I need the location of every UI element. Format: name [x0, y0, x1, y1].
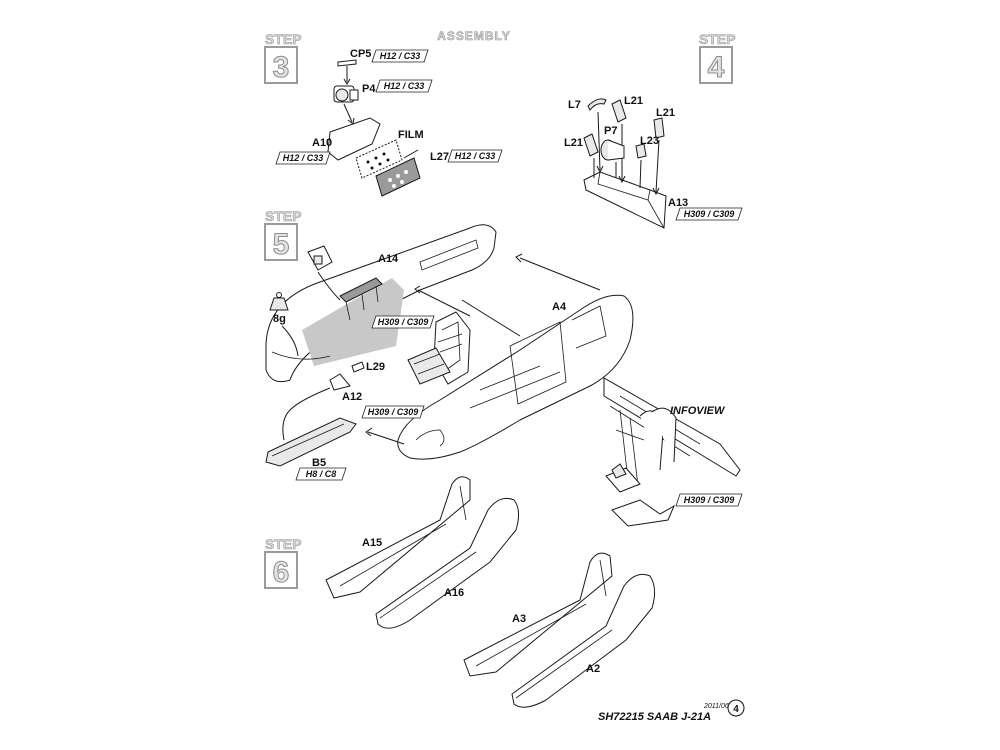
- infoview-detail: [603, 377, 741, 527]
- part-panel-small: [307, 245, 333, 271]
- code-b5: H8 / C8: [295, 467, 347, 481]
- label-a3: A3: [512, 613, 526, 625]
- part-l29-shape: [351, 361, 365, 373]
- weight-icon: [269, 292, 289, 311]
- part-p7-shape: [600, 139, 625, 161]
- code-l27-text: H12 / C33: [455, 151, 496, 161]
- part-a13-shape: [583, 171, 667, 229]
- label-a16: A16: [444, 587, 464, 599]
- part-a16-shape: [375, 497, 520, 629]
- label-infoview: INFOVIEW: [670, 405, 726, 417]
- label-a15: A15: [362, 537, 382, 549]
- step-6-number: 6: [273, 556, 290, 589]
- part-l21-right-shape: [653, 117, 665, 139]
- step-6-diagram: A15 A16 A3 A2: [325, 476, 656, 708]
- label-b5: B5: [312, 457, 326, 469]
- step-5-marker: STEP 5: [264, 208, 302, 262]
- code-infoview: H309 / C309: [675, 493, 743, 507]
- part-l27-shape: [375, 157, 421, 197]
- part-film-shape: [355, 139, 403, 179]
- part-l21-top-shape: [611, 99, 627, 123]
- label-l23: L23: [640, 135, 659, 147]
- code-infoview-text: H309 / C309: [684, 495, 735, 505]
- page-number: 4: [733, 704, 739, 715]
- label-l29: L29: [366, 361, 385, 373]
- code-b5-text: H8 / C8: [306, 469, 337, 479]
- code-a13-text: H309 / C309: [684, 209, 735, 219]
- code-a10: H12 / C33: [275, 151, 331, 165]
- step-5-word: STEP: [265, 208, 302, 224]
- step-4-number: 4: [708, 51, 725, 84]
- part-a15-shape: [325, 476, 471, 599]
- assembly-title: ASSEMBLY: [437, 29, 511, 43]
- label-a10: A10: [312, 137, 332, 149]
- part-a2-shape: [511, 573, 656, 708]
- code-a12-text: H309 / C309: [368, 407, 419, 417]
- step-5-diagram: A14 8g H309 / C309 A4: [265, 224, 743, 527]
- footer: SH72215 SAAB J-21A 2011/06 4: [598, 699, 745, 723]
- part-p4-shape: [333, 85, 359, 103]
- code-a12: H309 / C309: [361, 405, 425, 419]
- label-l27: L27: [430, 151, 449, 163]
- label-p4: P4: [362, 83, 376, 95]
- step-3-word: STEP: [265, 31, 302, 47]
- label-film: FILM: [398, 129, 424, 141]
- step-3-number: 3: [273, 51, 290, 84]
- code-p4-text: H12 / C33: [384, 81, 425, 91]
- label-l7: L7: [568, 99, 581, 111]
- part-ejection-seat: [407, 311, 471, 385]
- part-b5-shape: [265, 417, 357, 467]
- part-l21-left-shape: [583, 133, 599, 157]
- step-4-word: STEP: [699, 31, 736, 47]
- footer-date: 2011/06: [703, 703, 729, 710]
- step-4-marker: STEP 4: [699, 31, 736, 85]
- code-cp5: H12 / C33: [371, 49, 429, 63]
- part-l23-shape: [635, 143, 647, 159]
- code-cockpit: H309 / C309: [371, 315, 435, 329]
- label-a2: A2: [586, 663, 600, 675]
- step-6-word: STEP: [265, 536, 302, 552]
- part-a12-shape: [329, 373, 351, 391]
- step-4-diagram: A13 H309 / C309 L7 L21 L21 L21 P7: [564, 95, 743, 229]
- label-p7: P7: [604, 125, 617, 137]
- label-a12: A12: [342, 391, 362, 403]
- step-5-number: 5: [273, 228, 290, 261]
- code-a13: H309 / C309: [675, 207, 743, 221]
- code-l27: H12 / C33: [447, 149, 503, 163]
- part-a4-shape: [397, 294, 634, 460]
- label-a14: A14: [378, 253, 399, 265]
- code-cockpit-text: H309 / C309: [378, 317, 429, 327]
- label-a4: A4: [552, 301, 567, 313]
- step-3-diagram: CP5 H12 / C33 P4 H12 / C33 A10 H12 / C33: [275, 48, 503, 197]
- step-3-marker: STEP 3: [264, 31, 302, 85]
- code-a10-text: H12 / C33: [283, 153, 324, 163]
- label-cp5: CP5: [350, 48, 371, 60]
- page-number-circle: [727, 699, 745, 717]
- part-seat-frame: [339, 277, 383, 321]
- footer-code: SH72215 SAAB J-21A: [598, 711, 711, 723]
- label-weight: 8g: [273, 313, 286, 325]
- a14-cockpit-shading: [302, 278, 404, 366]
- label-l21-left: L21: [564, 137, 583, 149]
- part-a3-shape: [463, 552, 613, 677]
- code-cp5-text: H12 / C33: [380, 51, 421, 61]
- part-l7-shape: [587, 98, 607, 111]
- code-p4: H12 / C33: [375, 79, 433, 93]
- label-a13: A13: [668, 197, 688, 209]
- label-l21-top: L21: [624, 95, 643, 107]
- step-6-marker: STEP 6: [264, 536, 302, 590]
- part-cp5-shape: [337, 59, 357, 67]
- label-l21-right: L21: [656, 107, 675, 119]
